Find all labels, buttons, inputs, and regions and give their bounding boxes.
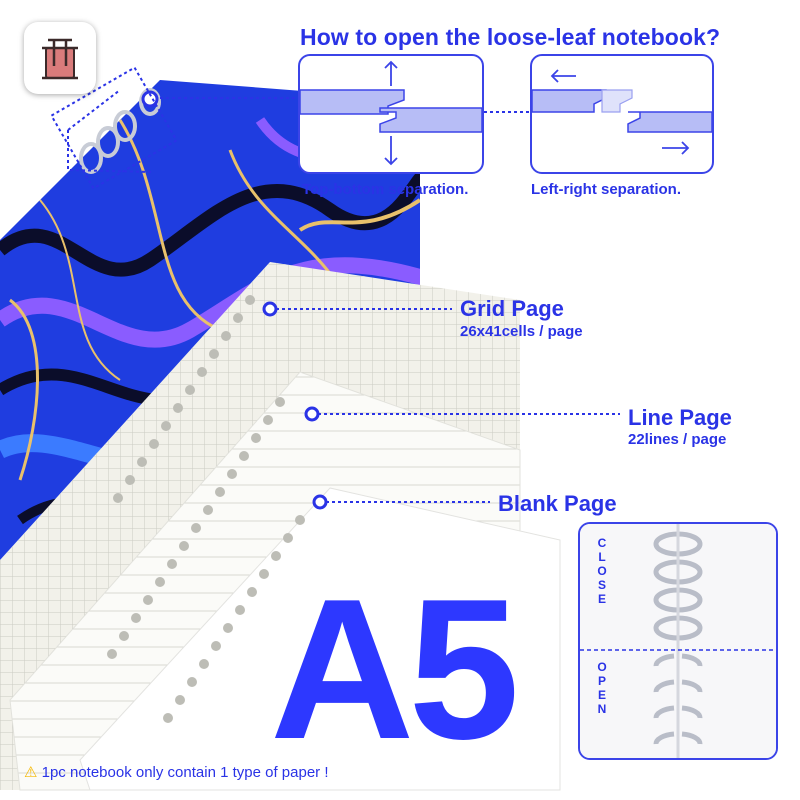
rings-illustration [580, 524, 776, 758]
rings-panel [578, 522, 778, 760]
line-page-title: Line Page [628, 405, 732, 430]
grid-page-subtitle: 26x41cells / page [460, 323, 583, 340]
rings-open-text: OPEN [597, 660, 607, 716]
left-right-diagram [530, 54, 714, 174]
caption-top-bottom: Top-bottom separation. [302, 181, 469, 198]
cover-rings [79, 88, 161, 174]
punch-holes [107, 295, 305, 723]
ring-highlight [50, 66, 178, 190]
app-icon [24, 22, 96, 94]
caption-left-right: Left-right separation. [531, 181, 682, 198]
callout-dots [141, 90, 328, 510]
footnote-text: 1pc notebook only contain 1 type of pape… [41, 764, 329, 781]
rings-open-label: OPEN [596, 660, 608, 716]
page-title: How to open the loose-leaf notebook? [300, 24, 721, 50]
binder-clip-icon [42, 38, 78, 80]
warning-icon: ⚠ [24, 764, 38, 781]
line-page-subtitle: 22lines / page [628, 431, 727, 448]
blank-page-title: Blank Page [498, 491, 617, 516]
grid-page-title: Grid Page [460, 296, 564, 321]
rings-close-text: CLOSE [597, 536, 607, 606]
rings-close-label: CLOSE [596, 536, 608, 606]
top-bottom-diagram [298, 54, 484, 174]
footnote: ⚠ 1pc notebook only contain 1 type of pa… [24, 763, 329, 781]
blank-page [79, 487, 561, 791]
size-label: A5 [270, 558, 520, 781]
